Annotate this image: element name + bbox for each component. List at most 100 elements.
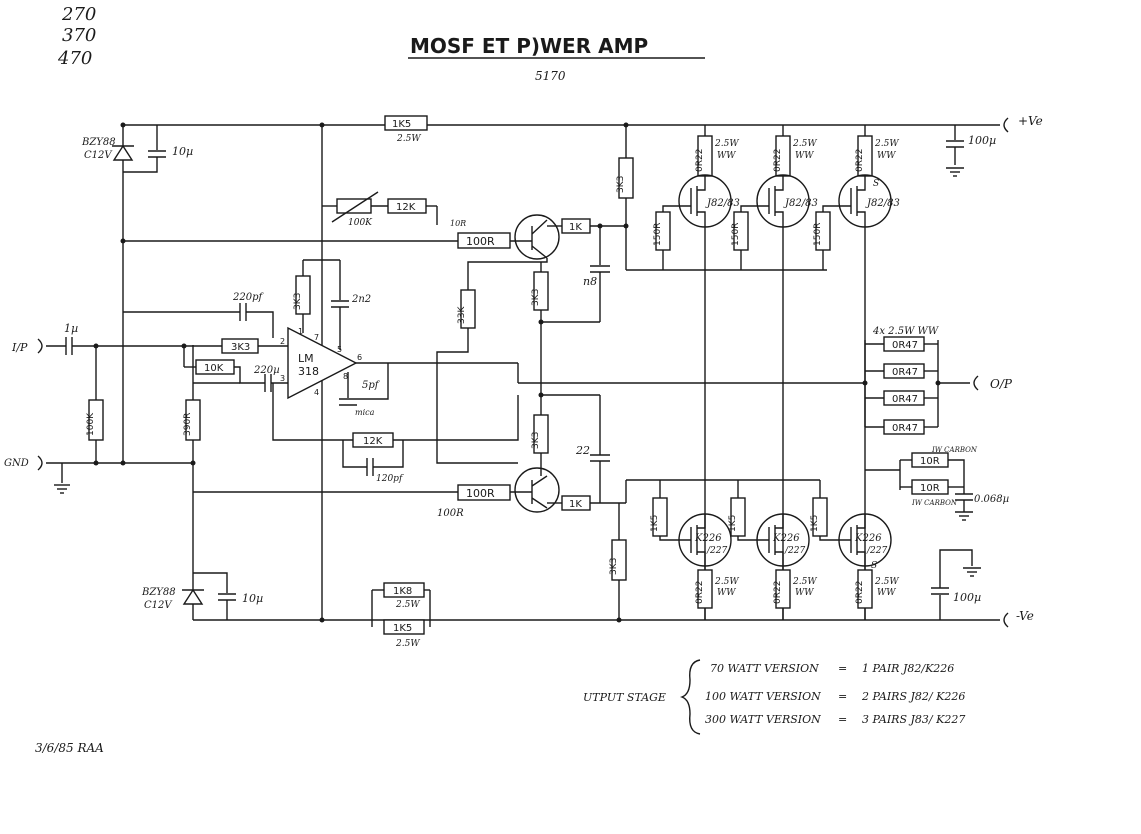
rail-resistor-bottom-value: 1K5 bbox=[393, 623, 412, 634]
rail-resistor-top-value: 1K5 bbox=[392, 119, 411, 130]
output-resistor-value: 0R47 bbox=[892, 394, 918, 405]
mosfet-drain bbox=[857, 186, 866, 191]
feedback-resistor-12k-top-value: 12K bbox=[396, 202, 416, 213]
source-resistor-rating: WW bbox=[795, 588, 814, 598]
r10k-wire bbox=[234, 366, 265, 384]
mosfet-top-label: J82/83 bbox=[865, 198, 900, 209]
gate-wire bbox=[659, 536, 691, 541]
source-resistor-rating: WW bbox=[717, 151, 736, 161]
junction-dot bbox=[93, 343, 99, 349]
neg-rail-cap-wire bbox=[939, 549, 973, 588]
zener-top-voltage: C12V bbox=[84, 150, 113, 161]
rail-resistor-bottom bbox=[383, 582, 425, 598]
rail-resistor-bottom-rating: 2.5W bbox=[395, 600, 420, 610]
junction-dot bbox=[120, 122, 126, 128]
cap-120pf-wire bbox=[373, 440, 404, 468]
resistor-390r bbox=[185, 399, 201, 441]
feedback-lower-wire bbox=[272, 383, 519, 441]
source-resistor-top-value: 0R22 bbox=[855, 149, 865, 172]
pos-rail-cap-value: 100µ bbox=[968, 134, 996, 147]
mosfet-drain bbox=[857, 514, 866, 529]
source-resistor-rating: 2.5W bbox=[792, 577, 817, 587]
opamp-label: LM bbox=[298, 352, 314, 365]
mosfet-drain bbox=[775, 514, 784, 529]
mosfet-bottom-alt: /227 bbox=[784, 546, 805, 556]
version-watts: 70 WATT VERSION bbox=[710, 662, 819, 675]
mosfet-source bbox=[697, 211, 706, 227]
zener-bottom-symbol bbox=[182, 588, 204, 605]
zobel-note: IW CARBON bbox=[911, 499, 958, 507]
junction-dot bbox=[93, 460, 99, 466]
driver-resistor-100r-bottom bbox=[457, 484, 511, 501]
output-resistor-value: 0R47 bbox=[892, 423, 918, 434]
output-terminal-label: O/P bbox=[990, 377, 1013, 391]
mosfet-source bbox=[697, 551, 706, 570]
cap-22-value: 22 bbox=[575, 444, 590, 457]
input-resistor-3k3-value: 3K3 bbox=[231, 342, 250, 353]
driver-resistor-1k-bottom-value: 1K bbox=[569, 499, 582, 510]
junction-dot bbox=[623, 223, 629, 229]
source-resistor-rating: 2.5W bbox=[714, 577, 739, 587]
driver-resistor-100r-bottom-value: 100R bbox=[466, 487, 495, 500]
junction-dot bbox=[538, 319, 544, 325]
cap-120pf-value: 120pf bbox=[376, 474, 404, 484]
driver-resistor-1k-top-value: 1K bbox=[569, 222, 582, 233]
output-resistor-value: 0R47 bbox=[892, 367, 918, 378]
driver-resistor-3k3-mid-value: 3K3 bbox=[531, 289, 541, 306]
input-resistor-100k-value: 100K bbox=[86, 412, 96, 436]
junction-dot bbox=[120, 460, 126, 466]
source-resistor-bottom-value: 0R22 bbox=[855, 581, 865, 604]
opamp-pin: 2 bbox=[280, 337, 285, 346]
zobel-note: IW CARBON bbox=[931, 446, 978, 454]
pot-arrow bbox=[331, 191, 379, 223]
neg-rail-label: -Ve bbox=[1016, 609, 1034, 623]
zener-top-symbol bbox=[112, 144, 134, 161]
rail-resistor-top bbox=[384, 115, 428, 131]
source-resistor-rating: WW bbox=[717, 588, 736, 598]
cap-220pf-wire bbox=[246, 311, 274, 338]
ground-terminal-label: GND bbox=[4, 458, 29, 469]
driver-bottom-collector bbox=[531, 497, 548, 509]
rail-resistor-bottom-rating: 2.5W bbox=[395, 639, 420, 649]
driver-resistor-100r-top-value: 100R bbox=[466, 235, 495, 248]
output-terminal bbox=[973, 375, 979, 391]
zobel-cap-value: 0.068µ bbox=[974, 494, 1009, 505]
mosfet-drain bbox=[775, 186, 784, 191]
mosfet-top-label: J82/83 bbox=[783, 198, 818, 209]
opamp-lm318 bbox=[287, 326, 358, 400]
source-resistor-top-value: 0R22 bbox=[773, 149, 783, 172]
mosfet-source bbox=[857, 211, 866, 227]
zener-top-part: BZY88 bbox=[81, 137, 116, 148]
junction-dot bbox=[319, 122, 325, 128]
mosfet-drain bbox=[697, 514, 706, 529]
source-resistor-top-value: 0R22 bbox=[695, 149, 705, 172]
version-watts: 100 WATT VERSION bbox=[705, 690, 821, 703]
version-watts: 300 WATT VERSION bbox=[705, 713, 821, 726]
gate-resistor-bottom-value: 1K5 bbox=[728, 515, 738, 532]
rail-resistor-top-rating: 2.5W bbox=[396, 134, 421, 144]
mosfet-source bbox=[775, 211, 784, 227]
driver-transistor-bottom bbox=[514, 467, 560, 513]
cap-top-value: 10µ bbox=[172, 145, 193, 158]
neg-rail-terminal bbox=[1003, 612, 1009, 628]
cap-top-return bbox=[123, 157, 158, 173]
driver-resistor-33k-value: 33K bbox=[457, 306, 467, 324]
mosfet-bottom-alt: /227 bbox=[706, 546, 727, 556]
opamp-resistor-3k3-value: 3K3 bbox=[293, 293, 303, 310]
margin-note: 470 bbox=[57, 48, 92, 69]
versions-brace bbox=[680, 659, 701, 735]
source-resistor-rating: 2.5W bbox=[874, 139, 899, 149]
version-eq: = bbox=[838, 662, 847, 675]
source-resistor-rating: WW bbox=[877, 151, 896, 161]
driver-resistor-3k3-right-bottom-value: 3K3 bbox=[609, 558, 619, 575]
gate-wire bbox=[822, 205, 851, 212]
opamp-pin: 6 bbox=[357, 353, 362, 362]
opamp-pin: 3 bbox=[280, 374, 285, 383]
cap-120pf-wire bbox=[342, 440, 367, 468]
junction-dot bbox=[181, 343, 187, 349]
driver-resistor-100r-top-note: 10R bbox=[450, 219, 466, 228]
cap-5pf-value: 5pf bbox=[362, 380, 381, 391]
cap-5pf-label: mica bbox=[355, 408, 375, 417]
